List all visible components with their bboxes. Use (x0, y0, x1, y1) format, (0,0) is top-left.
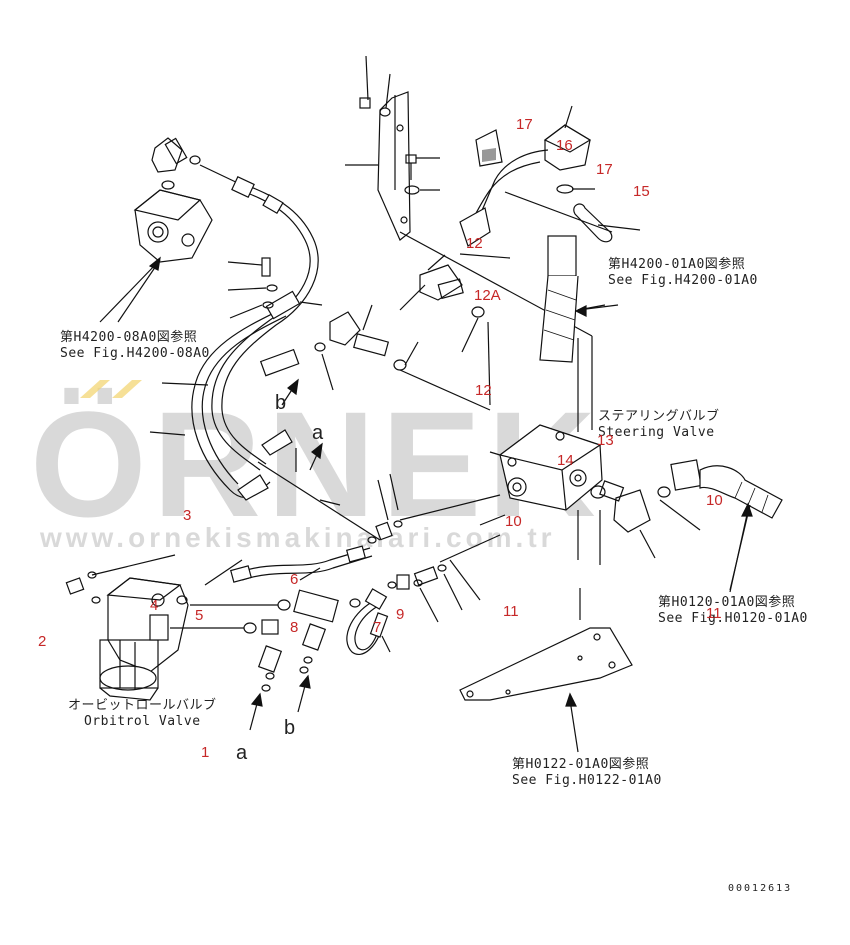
hose-h4200-01a0 (539, 235, 579, 363)
manifold-block (133, 189, 213, 263)
hose-loop-3 (191, 183, 319, 499)
steering-valve-body (498, 424, 603, 511)
part-number: 11 (503, 603, 519, 620)
reference-h4200-08a0: 第H4200-08A0図参照 See Fig.H4200-08A0 (60, 330, 210, 362)
part-number: 17 (596, 161, 613, 178)
connection-label: a (312, 422, 324, 444)
reference-arrows (117, 256, 753, 753)
hose-h0120-01a0 (670, 459, 783, 519)
reference-h0122-01a0: 第H0122-01A0図参照 See Fig.H0122-01A0 (512, 757, 662, 789)
part-number: 10 (706, 492, 723, 509)
connection-label: b (284, 717, 296, 739)
part-number: 9 (396, 606, 405, 623)
part-number: 10 (505, 513, 522, 530)
figure-code: 00012613 (728, 883, 793, 894)
reference-h4200-01a0: 第H4200-01A0図参照 See Fig.H4200-01A0 (608, 257, 758, 289)
hose-6 (230, 545, 373, 583)
part-number: 17 (516, 116, 533, 133)
steering-valve-label: ステアリングバルブ Steering Valve (598, 409, 720, 441)
part-number: 13 (597, 432, 614, 449)
part-number: 11 (706, 605, 722, 622)
connection-label: b (275, 392, 287, 414)
watermark-url: www.ornekismakinalari.com.tr (40, 522, 556, 553)
part-number: 12A (474, 287, 501, 304)
part-number: 7 (373, 619, 382, 636)
reference-h0120-01a0: 第H0120-01A0図参照 See Fig.H0120-01A0 (658, 595, 808, 627)
part-number: 8 (290, 619, 299, 636)
elbow-fitting-topleft (151, 137, 188, 173)
part-number: 15 (633, 183, 650, 200)
elbow-fitting-left (329, 311, 390, 357)
part-number: 12 (466, 235, 483, 252)
elbow-fitting-13 (599, 480, 651, 533)
connection-label: a (236, 742, 248, 764)
part-number: 4 (150, 597, 159, 614)
part-number: 14 (557, 452, 574, 469)
part-number: 12 (475, 382, 492, 399)
part-number: 2 (38, 633, 47, 650)
part-number: 16 (556, 137, 573, 154)
part-number: 5 (195, 607, 204, 624)
part-number: 3 (183, 507, 192, 524)
part-number: 1 (201, 744, 210, 761)
part-number: 6 (290, 571, 299, 588)
mounting-bracket (345, 55, 411, 241)
orbitrol-valve-body (99, 577, 189, 701)
hose-7 (346, 588, 389, 655)
orbitrol-valve-label: オービットロールバルブ Orbitrol Valve (68, 698, 217, 730)
elbow-fitting-16 (543, 124, 592, 171)
tee-fitting (419, 264, 464, 301)
mounting-plate (459, 627, 633, 701)
